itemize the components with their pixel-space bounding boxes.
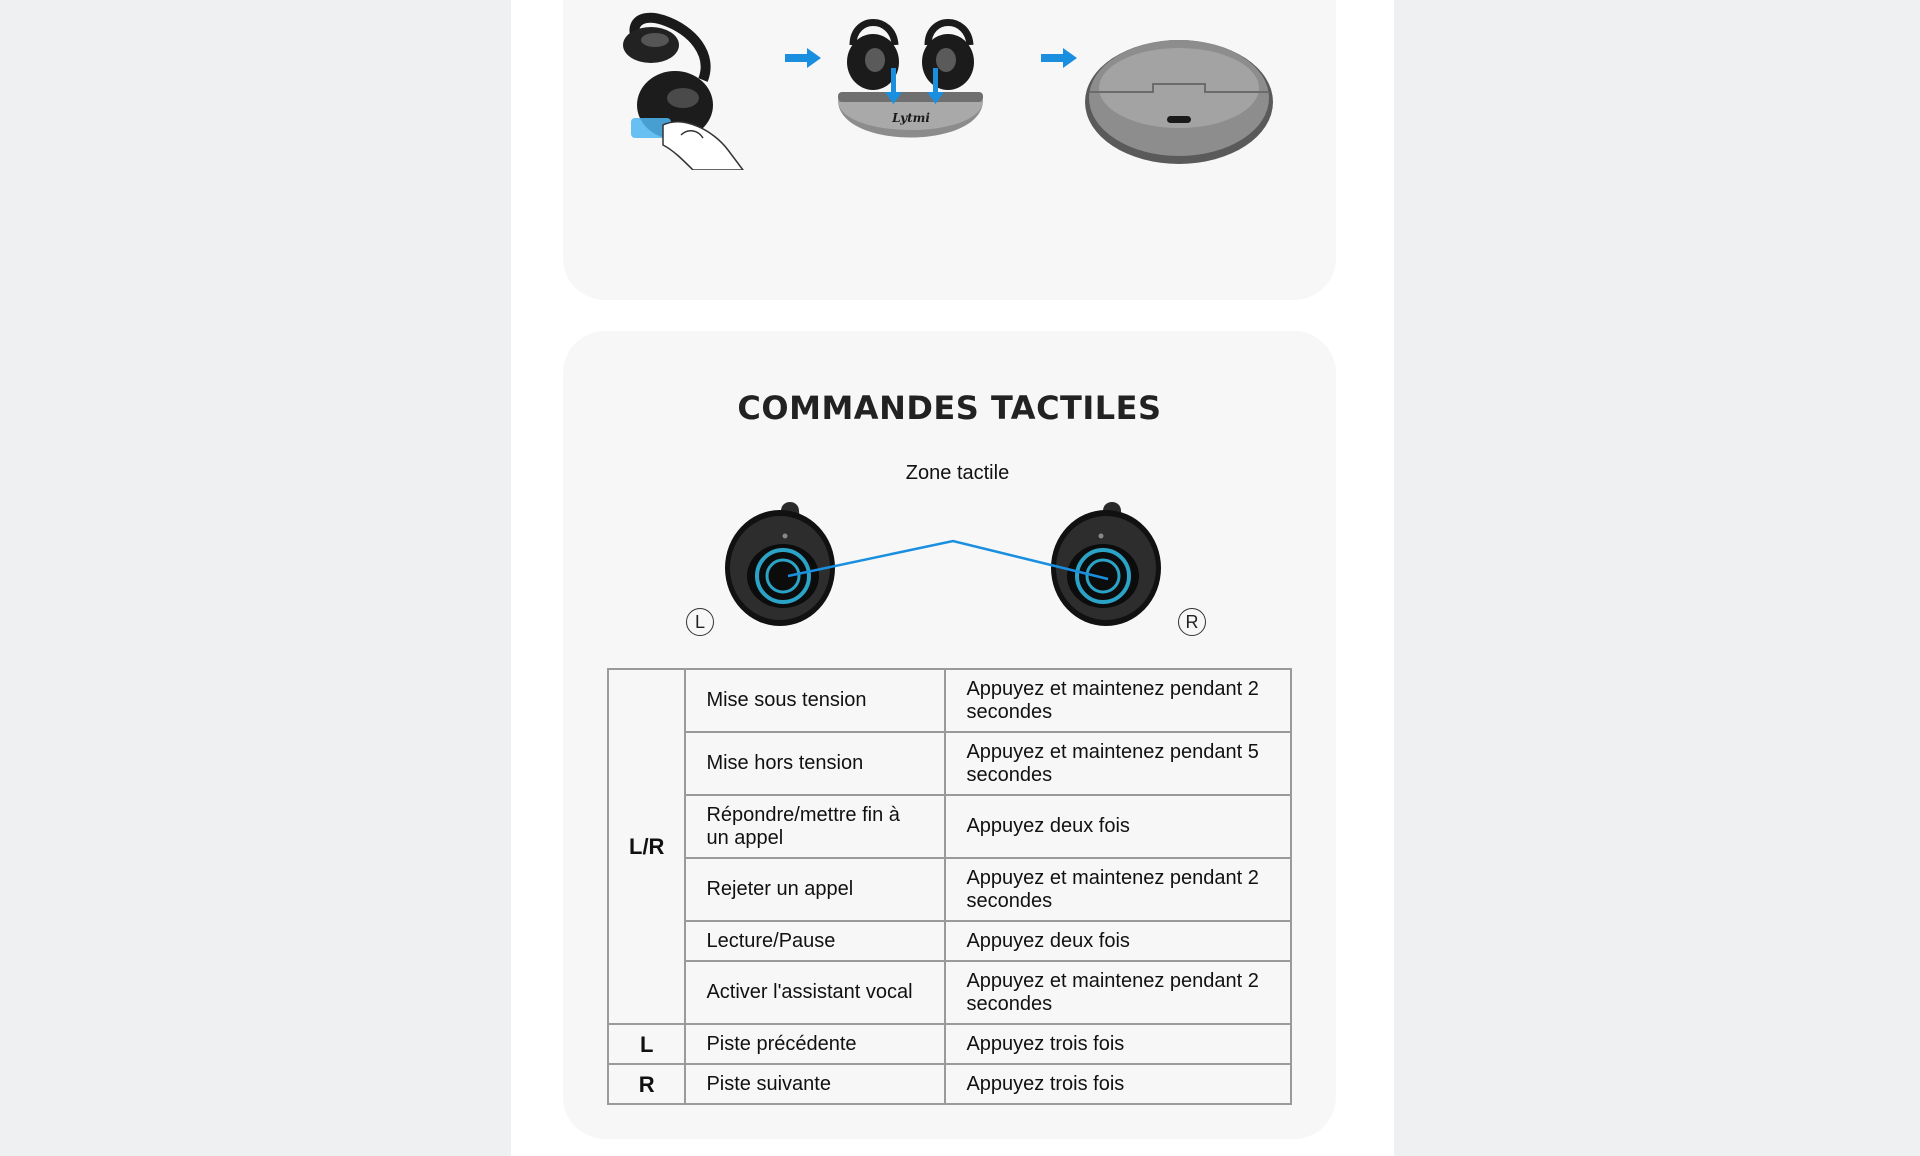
gesture-cell: Appuyez et maintenez pendant 2 secondes: [944, 960, 1292, 1025]
gesture-cell: Appuyez et maintenez pendant 2 secondes: [944, 857, 1292, 922]
left-earbud-image: [725, 502, 835, 626]
earbud-in-hand-image: [623, 12, 745, 171]
table-row: Mise hors tension Appuyez et maintenez p…: [608, 731, 1292, 796]
gesture-cell: Appuyez et maintenez pendant 5 secondes: [944, 731, 1292, 796]
charging-illustration: Lytmi: [563, 0, 1336, 171]
gesture-cell: Appuyez et maintenez pendant 2 secondes: [944, 668, 1292, 733]
left-side-mark: L: [686, 608, 714, 636]
section-title: COMMANDES TACTILES: [737, 389, 1162, 427]
touch-zone-label: Zone tactile: [905, 462, 1010, 484]
charging-steps-graphic: Lytmi: [623, 12, 1273, 171]
key-cell: R: [606, 1063, 687, 1105]
arrow-down-icon: [885, 68, 902, 104]
earbuds-graphic: [725, 502, 1161, 626]
table-row: R Piste suivante Appuyez trois fois: [606, 1063, 1292, 1105]
action-cell: Répondre/mettre fin à un appel: [684, 794, 947, 859]
action-cell: Mise hors tension: [684, 731, 947, 796]
open-case-image: Lytmi: [838, 19, 983, 138]
table-row: L Piste précédente Appuyez trois fois: [606, 1023, 1292, 1065]
gesture-cell: Appuyez deux fois: [944, 920, 1292, 962]
table-row: Rejeter un appel Appuyez et maintenez pe…: [608, 857, 1292, 922]
table-row: Lecture/Pause Appuyez deux fois: [608, 920, 1292, 962]
product-page: Lytmi: [511, 0, 1394, 1156]
key-cell: L: [606, 1023, 687, 1065]
brand-logo: Lytmi: [891, 111, 930, 125]
action-cell: Piste précédente: [684, 1023, 947, 1065]
table-row: Répondre/mettre fin à un appel Appuyez d…: [608, 794, 1292, 859]
table-row: Activer l'assistant vocal Appuyez et mai…: [608, 960, 1292, 1025]
earbuds-touch-diagram: L R: [563, 491, 1336, 651]
touch-zone-pointer: [787, 539, 1109, 581]
closed-case-image: [1085, 40, 1273, 164]
action-cell: Lecture/Pause: [684, 920, 947, 962]
touch-controls-card: COMMANDES TACTILES Zone tactile: [563, 331, 1336, 1139]
table-row: L/R Mise sous tension Appuyez et mainten…: [606, 668, 1292, 1025]
gesture-cell: Appuyez deux fois: [944, 794, 1292, 859]
right-side-mark: R: [1178, 608, 1206, 636]
arrow-down-icon: [927, 68, 944, 104]
arrow-right-icon: [785, 48, 821, 68]
action-cell: Activer l'assistant vocal: [684, 960, 947, 1025]
key-cell: L/R: [606, 668, 687, 1025]
touch-commands-table: L/R Mise sous tension Appuyez et mainten…: [606, 668, 1292, 1105]
action-cell: Piste suivante: [684, 1063, 947, 1105]
action-cell: Mise sous tension: [684, 668, 947, 733]
gesture-cell: Appuyez trois fois: [944, 1023, 1292, 1065]
gesture-cell: Appuyez trois fois: [944, 1063, 1292, 1105]
right-earbud-image: [1051, 502, 1161, 626]
action-cell: Rejeter un appel: [684, 857, 947, 922]
arrow-right-icon: [1041, 48, 1077, 68]
charging-card: Lytmi: [563, 0, 1336, 300]
